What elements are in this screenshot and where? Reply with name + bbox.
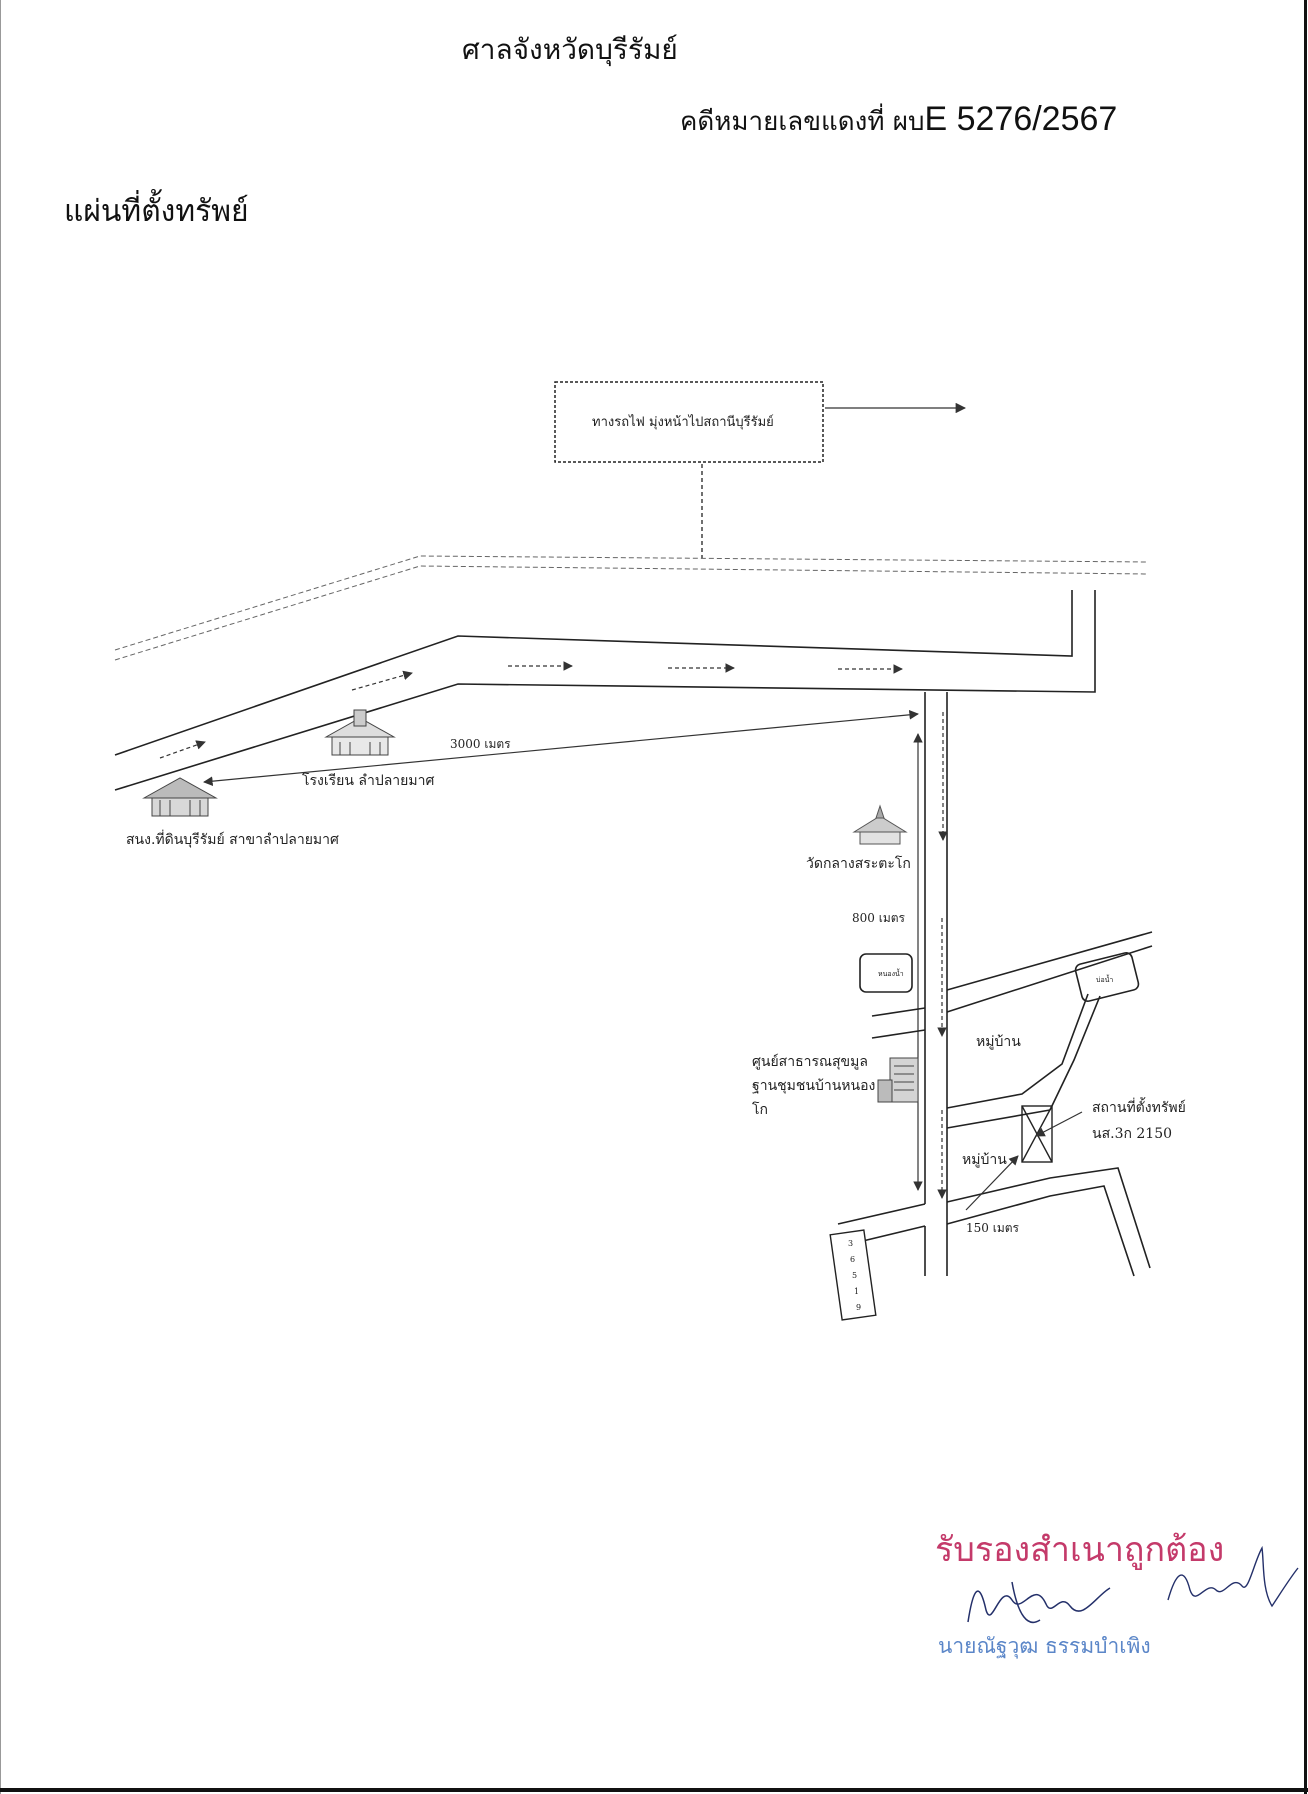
pond-left-label: หนองน้ำ — [878, 967, 904, 978]
signer-name-stamp: นายณัฐวุฒ ธรรมบำเพิง — [938, 1634, 1151, 1658]
road-sign-digit: 3 — [848, 1239, 853, 1248]
road-direction-arrows — [159, 661, 903, 759]
property-deed-label: นส.3ก 2150 — [1092, 1126, 1172, 1142]
temple-icon — [852, 804, 908, 845]
certified-copy-stamp: รับรองสำเนาถูกต้อง — [935, 1530, 1225, 1570]
page-border-left — [0, 0, 1, 1794]
map-title: แผ่นที่ตั้งทรัพย์ — [64, 194, 249, 229]
temple-label: วัดกลางสระตะโก — [806, 855, 911, 872]
railway-box — [554, 381, 824, 463]
handwritten-signature-left — [967, 1581, 1111, 1624]
case-number-label: คดีหมายเลขแดงที่ ผบ — [680, 107, 925, 137]
health-center-label-2: ฐานชุมชนบ้านหนอง — [752, 1078, 875, 1094]
health-center-building-icon — [877, 1057, 919, 1103]
distance-800-label: 800 เมตร — [852, 911, 906, 925]
railway-track — [114, 555, 1149, 661]
road-sign-digit: 5 — [852, 1271, 857, 1280]
property-plot — [1021, 1105, 1053, 1163]
side-roads — [837, 931, 1153, 1277]
page-border-bottom — [0, 1788, 1308, 1792]
road-sign-digit: 6 — [850, 1255, 855, 1264]
health-center-label-3: โก — [752, 1101, 768, 1118]
distance-150-arrow — [965, 1155, 1019, 1211]
distance-3000-arrow — [203, 710, 919, 786]
road-sign-digit: 9 — [856, 1303, 861, 1312]
village-lower-label: หมู่บ้าน — [962, 1152, 1007, 1168]
distance-150-label: 150 เมตร — [966, 1221, 1020, 1235]
distance-3000-label: 3000 เมตร — [450, 737, 511, 751]
vertical-road — [924, 692, 948, 1276]
land-office-building-icon — [142, 777, 218, 817]
school-label: โรงเรียน ลำปลายมาศ — [302, 772, 434, 789]
land-office-label: สนง.ที่ดินบุรีรัมย์ สาขาลำปลายมาศ — [126, 830, 339, 848]
railway-label: ทางรถไฟ มุ่งหน้าไปสถานีบุรีรัมย์ — [592, 414, 774, 430]
case-number-line: คดีหมายเลขแดงที่ ผบE 5276/2567 — [680, 100, 1117, 142]
road-sign-digit: 1 — [854, 1287, 859, 1296]
road-number-sign: 3 6 5 1 9 — [829, 1229, 877, 1321]
property-label: สถานที่ตั้งทรัพย์ — [1092, 1097, 1186, 1116]
case-number: E 5276/2567 — [924, 100, 1118, 138]
vertical-direction-arrows — [937, 712, 948, 1199]
handwritten-signature-right — [1167, 1545, 1299, 1608]
pond-right-label: บ่อน้ำ — [1096, 973, 1113, 984]
page-border-right — [1304, 0, 1307, 1794]
pond-left — [859, 953, 913, 993]
court-name: ศาลจังหวัดบุรีรัมย์ — [462, 33, 678, 66]
property-pointer-arrow — [1035, 1111, 1083, 1137]
village-upper-label: หมู่บ้าน — [976, 1034, 1021, 1050]
main-road — [114, 590, 1096, 791]
health-center-label-1: ศูนย์สาธารณสุขมูล — [752, 1053, 868, 1070]
school-building-icon — [324, 709, 396, 756]
